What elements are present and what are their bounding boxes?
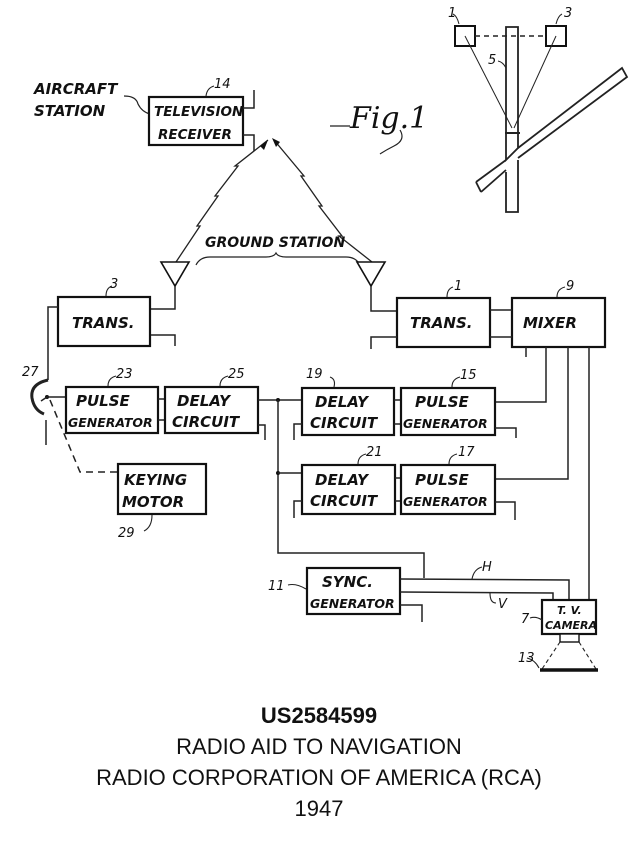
ground-symbol-icon	[282, 441, 306, 459]
trans-3-label: TRANS.	[72, 314, 134, 332]
ground-symbol-icon	[34, 446, 58, 464]
radio-links	[175, 138, 373, 263]
inset-ref-3: 3	[564, 6, 572, 21]
h-line-ref: H	[482, 560, 492, 575]
block-pulse-gen-15: PULSE GENERATOR 15	[399, 368, 528, 457]
delay-21-ref: 21	[366, 445, 383, 460]
sync-gen-line-1: SYNC.	[322, 573, 373, 591]
caption: US2584599 RADIO AID TO NAVIGATION RADIO …	[0, 700, 638, 824]
block-keying-motor: KEYING MOTOR 29	[116, 462, 208, 541]
block-delay-25: DELAY CIRCUIT 25	[163, 367, 425, 578]
patent-title: RADIO AID TO NAVIGATION	[176, 734, 462, 759]
delay-25-line-2: CIRCUIT	[172, 413, 241, 431]
inset-ref-1: 1	[448, 6, 456, 21]
runway-diagonal	[475, 66, 629, 193]
block-tv-receiver: TELEVISION RECEIVER 14	[147, 77, 255, 151]
patent-year: 1947	[294, 796, 344, 821]
block-delay-21: DELAY CIRCUIT 21	[282, 445, 401, 537]
block-trans-1: TRANS. 1	[359, 279, 492, 368]
ground-symbol-icon	[253, 441, 277, 459]
tv-camera-line-2: CAMERA	[545, 619, 597, 632]
delay-19-ref: 19	[306, 367, 323, 382]
ground-station-label: GROUND STATION	[205, 235, 345, 251]
pulse-gen-23-ref: 23	[116, 367, 133, 382]
pulse-gen-15-line-1: PULSE	[415, 393, 470, 411]
ground-symbol-icon	[359, 350, 383, 368]
ground-symbol-icon	[503, 521, 527, 539]
v-line-ref: V	[498, 597, 508, 612]
block-tv-camera: T. V. CAMERA 7 13	[518, 598, 598, 672]
delay-21-line-2: CIRCUIT	[310, 492, 379, 510]
keying-motor-ref: 29	[118, 526, 135, 541]
block-pulse-gen-17: PULSE GENERATOR 17	[399, 445, 527, 539]
block-trans-3: TRANS. 3	[47, 277, 187, 380]
delay-19-line-1: DELAY	[315, 393, 370, 411]
switch-ref: 27	[22, 365, 39, 380]
block-mixer: MIXER 9	[490, 279, 607, 600]
block-sync-gen: SYNC. GENERATOR 11 H V	[268, 560, 570, 641]
lens-ref: 13	[518, 651, 535, 666]
trans-1-ref: 1	[454, 279, 462, 294]
delay-25-ref: 25	[228, 367, 245, 382]
keying-motor-line-2: MOTOR	[122, 493, 184, 511]
trans-3-ref: 3	[110, 277, 118, 292]
aircraft-label-line-1: AIRCRAFT	[33, 80, 119, 98]
ground-symbol-icon	[163, 347, 187, 365]
pulse-gen-15-line-2: GENERATOR	[403, 416, 488, 431]
inset-ref-5: 5	[488, 53, 496, 68]
trans-1-label: TRANS.	[410, 314, 472, 332]
sync-gen-ref: 11	[268, 579, 285, 594]
aircraft-station: AIRCRAFT STATION	[33, 80, 151, 120]
block-delay-19: DELAY CIRCUIT 19	[282, 367, 401, 459]
delay-25-line-1: DELAY	[177, 392, 232, 410]
pulse-gen-23-line-2: GENERATOR	[68, 415, 153, 430]
antenna-right	[355, 261, 397, 312]
aircraft-label-line-2: STATION	[34, 102, 106, 120]
figure-title: Fig.1	[349, 101, 428, 136]
pulse-gen-15-ref: 15	[460, 368, 477, 383]
patent-number: US2584599	[260, 703, 378, 728]
pulse-gen-17-line-1: PULSE	[415, 471, 470, 489]
tv-receiver-line-1: TELEVISION	[154, 104, 244, 120]
ground-symbol-icon	[514, 358, 538, 376]
ground-symbol-icon	[504, 439, 528, 457]
switch-27: 27	[22, 365, 118, 473]
keying-motor-line-1: KEYING	[124, 471, 187, 489]
ground-symbol-icon	[282, 519, 306, 537]
patent-diagram: 1 3 5 Fig.1 AIRCRAFT STATION TELEVISION …	[22, 6, 629, 672]
patent-assignee: RADIO CORPORATION OF AMERICA (RCA)	[96, 765, 542, 790]
mixer-label: MIXER	[523, 314, 577, 332]
tv-receiver-ref: 14	[214, 77, 231, 92]
pulse-gen-17-line-2: GENERATOR	[403, 494, 488, 509]
delay-21-line-1: DELAY	[315, 471, 370, 489]
tv-receiver-line-2: RECEIVER	[158, 127, 232, 143]
antenna-left	[151, 261, 191, 310]
sync-gen-line-2: GENERATOR	[310, 596, 395, 611]
pulse-gen-23-line-1: PULSE	[76, 392, 131, 410]
ground-symbol-icon	[410, 623, 434, 641]
block-pulse-gen-23: PULSE GENERATOR 23	[64, 367, 165, 435]
pulse-gen-17-ref: 17	[458, 445, 475, 460]
tv-camera-ref: 7	[521, 612, 530, 627]
runway-inset: 1 3 5	[448, 6, 629, 213]
tv-camera-line-1: T. V.	[557, 604, 582, 617]
delay-19-line-2: CIRCUIT	[310, 414, 379, 432]
mixer-ref: 9	[566, 279, 574, 294]
